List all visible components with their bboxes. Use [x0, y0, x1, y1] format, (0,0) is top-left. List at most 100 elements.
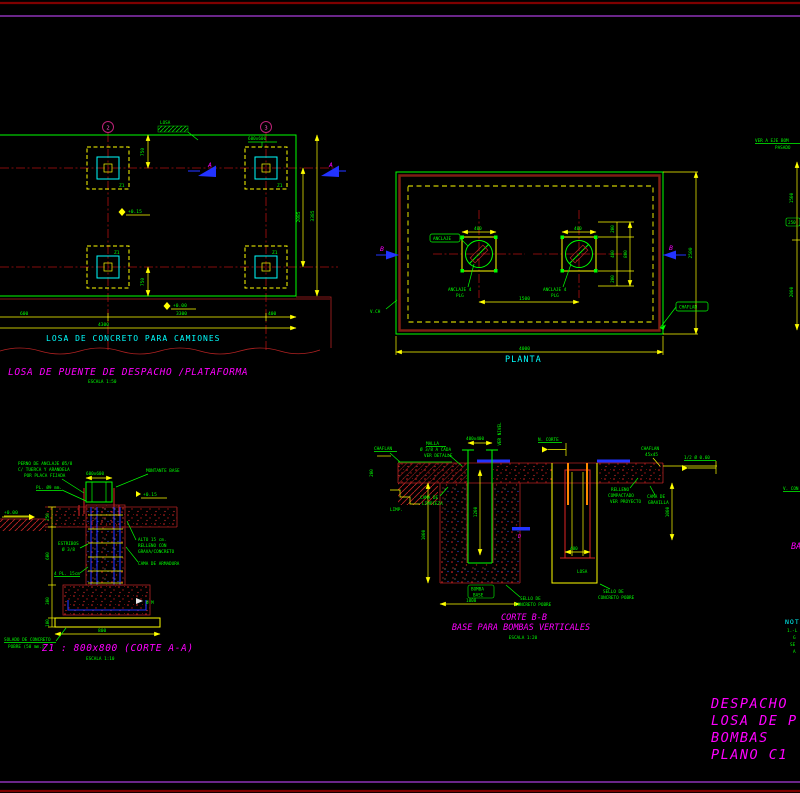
dim-left-top: 750 [140, 148, 146, 157]
pad-label: Z1 [277, 183, 283, 189]
bb-malla-3: VER DETALLE [424, 453, 453, 459]
perno-label-3: POR PLACA FIJADA [24, 473, 66, 479]
pump2-right-dims: 200 400 200 800 [598, 221, 634, 287]
corner-label-text: V.CH [370, 309, 381, 315]
bb-dim-right: 1000 [665, 506, 671, 517]
solado-label-2: POBRE (50 mm.) [8, 644, 44, 650]
pl2-label: 4 PL. 15cm [54, 571, 80, 577]
plan-subtitle: LOSA DE CONCRETO PARA CAMIONES [46, 334, 221, 343]
bb-bottom-labels: BOMBA BASE 1000 SELLO DE CONCRETO POBRE … [439, 583, 635, 608]
title-line-4: PLANO C1 [711, 747, 788, 763]
bb-title-1: CORTE B-B [501, 613, 547, 623]
estribos-label-2: Ø 3/8 [62, 546, 75, 553]
grid-bubble-2-label: 2 [106, 126, 109, 132]
pump-base-2: 400 [533, 210, 625, 298]
bb-dim-bottom: 1000 [466, 598, 477, 604]
edge-dim-v2: 2000 [789, 286, 795, 297]
elev-top-marker: +0.15 [118, 208, 150, 216]
chaflan-box-text: CHAFLAN [679, 305, 698, 311]
planta-title: PLANTA [505, 355, 542, 365]
bb-dim-pit: 400 [570, 546, 578, 552]
bb-chaflan-r2: 45x45 [645, 452, 658, 458]
pump2-anchor-label: ANCLAJE 4 PLG [543, 263, 572, 299]
pad-label: Z1 [114, 250, 120, 256]
title-line-3: BOMBAS [711, 730, 769, 746]
bb-sello1-2: CONCRETO POBRE [515, 602, 552, 608]
z1-dim-top: 600x600 [86, 471, 105, 477]
planta-wall-outline [398, 174, 661, 332]
bb-malla-1: MALLA [426, 441, 439, 447]
grid-bubble-2: 2 [102, 121, 114, 133]
bb-title-2: BASE PARA BOMBAS VERTICALES [452, 623, 590, 633]
planta-bombas: 400 400 ANCLAJE ANCLAJE 4 PLG ANCLAJE 4 [370, 171, 709, 365]
section-letter-b: B [380, 245, 384, 253]
bb-malla-2: Ø 3/8 A CADA [420, 446, 451, 453]
bb-chaflan-left: CHAFLAN [374, 446, 393, 452]
corte-z1: 600x600 800 250 600 30 [0, 460, 194, 662]
z1-labels: PERNO DE ANCLAJE Ø5/8 C/ TUERCA Y ARANDE… [4, 460, 180, 650]
planta-outer-outline [395, 171, 664, 335]
bb-ncorte: N. CORTE [538, 437, 567, 456]
pedestal-section [85, 504, 126, 586]
z1-title: Z1 : 800x800 (CORTE A-A) [41, 643, 194, 654]
bb-dim-can: 1200 [473, 506, 479, 517]
section-marker-a-left: A [188, 161, 216, 177]
bb-bomba-1: BOMBA [471, 587, 484, 593]
perno-label-1: PERNO DE ANCLAJE Ø5/8 [18, 460, 73, 467]
edge-nota-1: 1.-L [787, 628, 798, 634]
edge-nota: NOTA: [785, 618, 800, 626]
section-letter-a: A [207, 161, 212, 169]
ground-hatch [0, 519, 46, 531]
plan-title: LOSA DE PUENTE DE DESPACHO /PLATAFORMA [8, 367, 248, 378]
gm-label: Ø M [146, 599, 154, 606]
edge-ba-fragment: BA [791, 542, 800, 552]
bb-cama-1: CAMA DE [420, 495, 439, 501]
dim-r4: 800 [623, 250, 629, 258]
alto-label-3: GRAVA/CONCRETO [138, 549, 175, 555]
z1-dim-l1: 250 [45, 513, 51, 521]
plan-losa-camiones: 2 3 Z1 Z1 Z1 Z1 750 750 20 [0, 120, 346, 385]
corte-bb: 1200 400x400 VER NIVEL D 1000 400 LOSA C… [369, 422, 717, 641]
footing-pad-4: Z1 [244, 245, 288, 289]
z1-dim-l3: 300 [45, 597, 51, 605]
elev-zero-marker: +0.00 [163, 302, 196, 310]
section-marker-b-left: B [376, 245, 399, 260]
bb-cama-2: LIMPIEZA [422, 501, 443, 507]
chaflan-boxed-label: CHAFLAN [659, 301, 709, 330]
dim-bottom-1: 600 [20, 311, 29, 317]
pad-label: Z1 [272, 250, 278, 256]
grid-bubble-3-label: 3 [264, 126, 267, 132]
pad-label: Z1 [119, 183, 125, 189]
bb-half-label: 1/2 Ø 0.60 [684, 454, 710, 461]
bb-bomba-2: BASE [473, 593, 484, 599]
anchor-line2: PLG [456, 293, 464, 299]
pad-dim-text: 600x600 [248, 136, 267, 142]
anclaje-boxed-label: ANCLAJE [429, 233, 469, 247]
bb-letter-d: D [517, 534, 521, 540]
edge-nota-4: A [793, 649, 796, 655]
edge-label-top-2: PASADO [775, 145, 791, 151]
ground-break-line [0, 347, 321, 355]
z1-dim-l2: 600 [45, 552, 51, 560]
bb-sello1-1: SELLO DE [520, 596, 541, 602]
anchor-line1: ANCLAJE 4 [448, 287, 472, 293]
solado-label-1: SOLADO DE CONCRETO [4, 637, 51, 643]
section-letter-b: B [669, 244, 673, 252]
edge-dim-v1: 1500 [789, 192, 795, 203]
bb-dim-top: 400x400 [466, 436, 485, 442]
bb-dim-left: 200 [369, 469, 375, 477]
planta-corner-label: V.CH [370, 299, 398, 315]
bb-relleno-3: VER PROYECTO [610, 499, 641, 505]
section-letter-a: A [328, 161, 333, 169]
pump-base-1: 400 [433, 210, 525, 298]
elev-zero-text: +0.00 [173, 303, 187, 309]
losa-label: LOSA [160, 120, 171, 126]
planta-dim-bottom: 4000 [519, 346, 530, 352]
dim-right-outer: 3385 [310, 210, 316, 221]
montante-label: MONTANTE BASE [146, 468, 180, 474]
planta-inner-dashed [407, 185, 654, 323]
bb-limp-label: LIMP. [390, 507, 403, 513]
title-line-1: DESPACHO [710, 696, 788, 712]
losa-leader-label: LOSA [157, 120, 199, 141]
footing-pad-1: Z1 [86, 146, 130, 190]
